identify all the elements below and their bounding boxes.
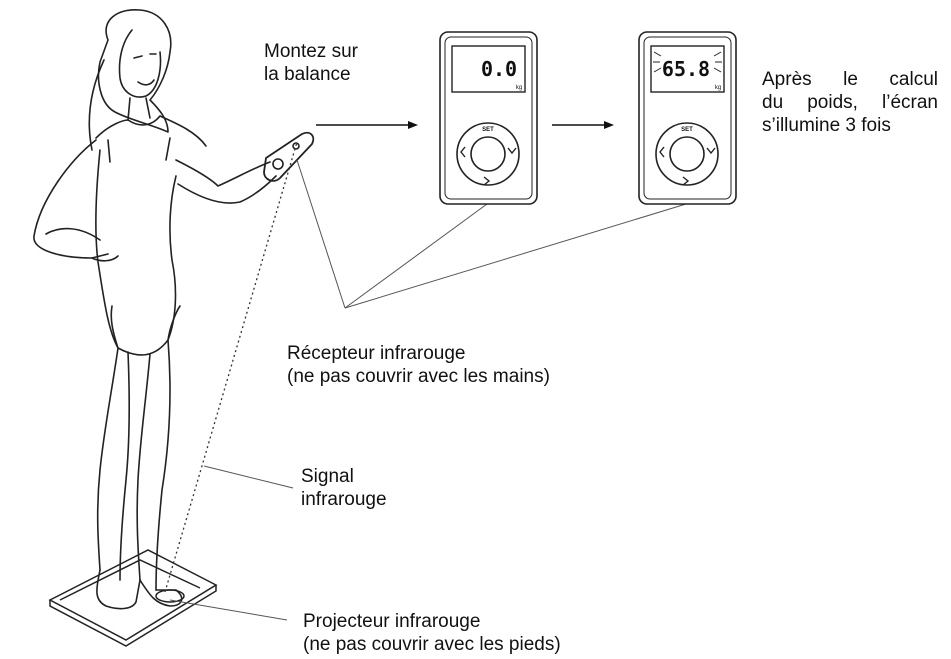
set-button-final <box>669 136 705 172</box>
lcd-reading-initial: 0.0 <box>481 57 517 81</box>
lcd-screen-initial <box>451 45 526 93</box>
signal-line-2: infrarouge <box>301 489 387 510</box>
step-on-line-1: Montez sur <box>264 41 358 62</box>
step-on-label: Montez sur la balance <box>264 40 358 86</box>
arrow-to-second-scale <box>552 121 614 129</box>
receiver-label: Récepteur infrarouge (ne pas couvrir ave… <box>287 342 550 388</box>
arrow-to-first-scale <box>316 121 418 129</box>
illumination-rays-icon <box>653 51 722 73</box>
bathroom-scale-platform <box>48 549 218 647</box>
set-label-initial: SET <box>482 127 494 133</box>
after-calc-line-2: du poids, l’écran <box>762 92 938 113</box>
projector-line-2: (ne pas couvrir avec les pieds) <box>303 634 561 655</box>
play-arrow-icon <box>483 176 491 186</box>
after-calc-label: Après le calcul du poids, l’écran s’illu… <box>762 68 938 137</box>
down-arrow-icon <box>706 147 716 155</box>
lcd-reading-final: 65.8 <box>662 57 710 81</box>
set-label-final: SET <box>681 127 693 133</box>
set-button-initial <box>470 136 506 172</box>
after-calc-line-3: s’illumine 3 fois <box>762 115 891 136</box>
projector-label: Projecteur infrarouge (ne pas couvrir av… <box>303 610 561 656</box>
leader-lines <box>169 159 687 621</box>
lcd-unit-final: kg <box>715 85 721 91</box>
after-calc-line-1: Après le calcul <box>762 69 938 90</box>
step-on-line-2: la balance <box>264 64 351 85</box>
projector-line-1: Projecteur infrarouge <box>303 611 481 632</box>
play-arrow-icon <box>682 176 690 186</box>
signal-label: Signal infrarouge <box>301 465 387 511</box>
display-unit-final: 65.8 kg SET <box>638 31 737 205</box>
signal-line-1: Signal <box>301 466 354 487</box>
receiver-line-1: Récepteur infrarouge <box>287 343 466 364</box>
lcd-unit-initial: kg <box>516 85 522 91</box>
infrared-projector-window <box>155 589 185 603</box>
up-arrow-icon <box>659 146 665 158</box>
down-arrow-icon <box>507 147 517 155</box>
up-arrow-icon <box>460 146 466 158</box>
lcd-screen-final <box>650 45 725 93</box>
infrared-signal-beam <box>164 141 298 593</box>
receiver-line-2: (ne pas couvrir avec les mains) <box>287 366 550 387</box>
display-unit-initial: 0.0 kg SET <box>439 31 538 205</box>
woman-figure <box>33 9 315 610</box>
